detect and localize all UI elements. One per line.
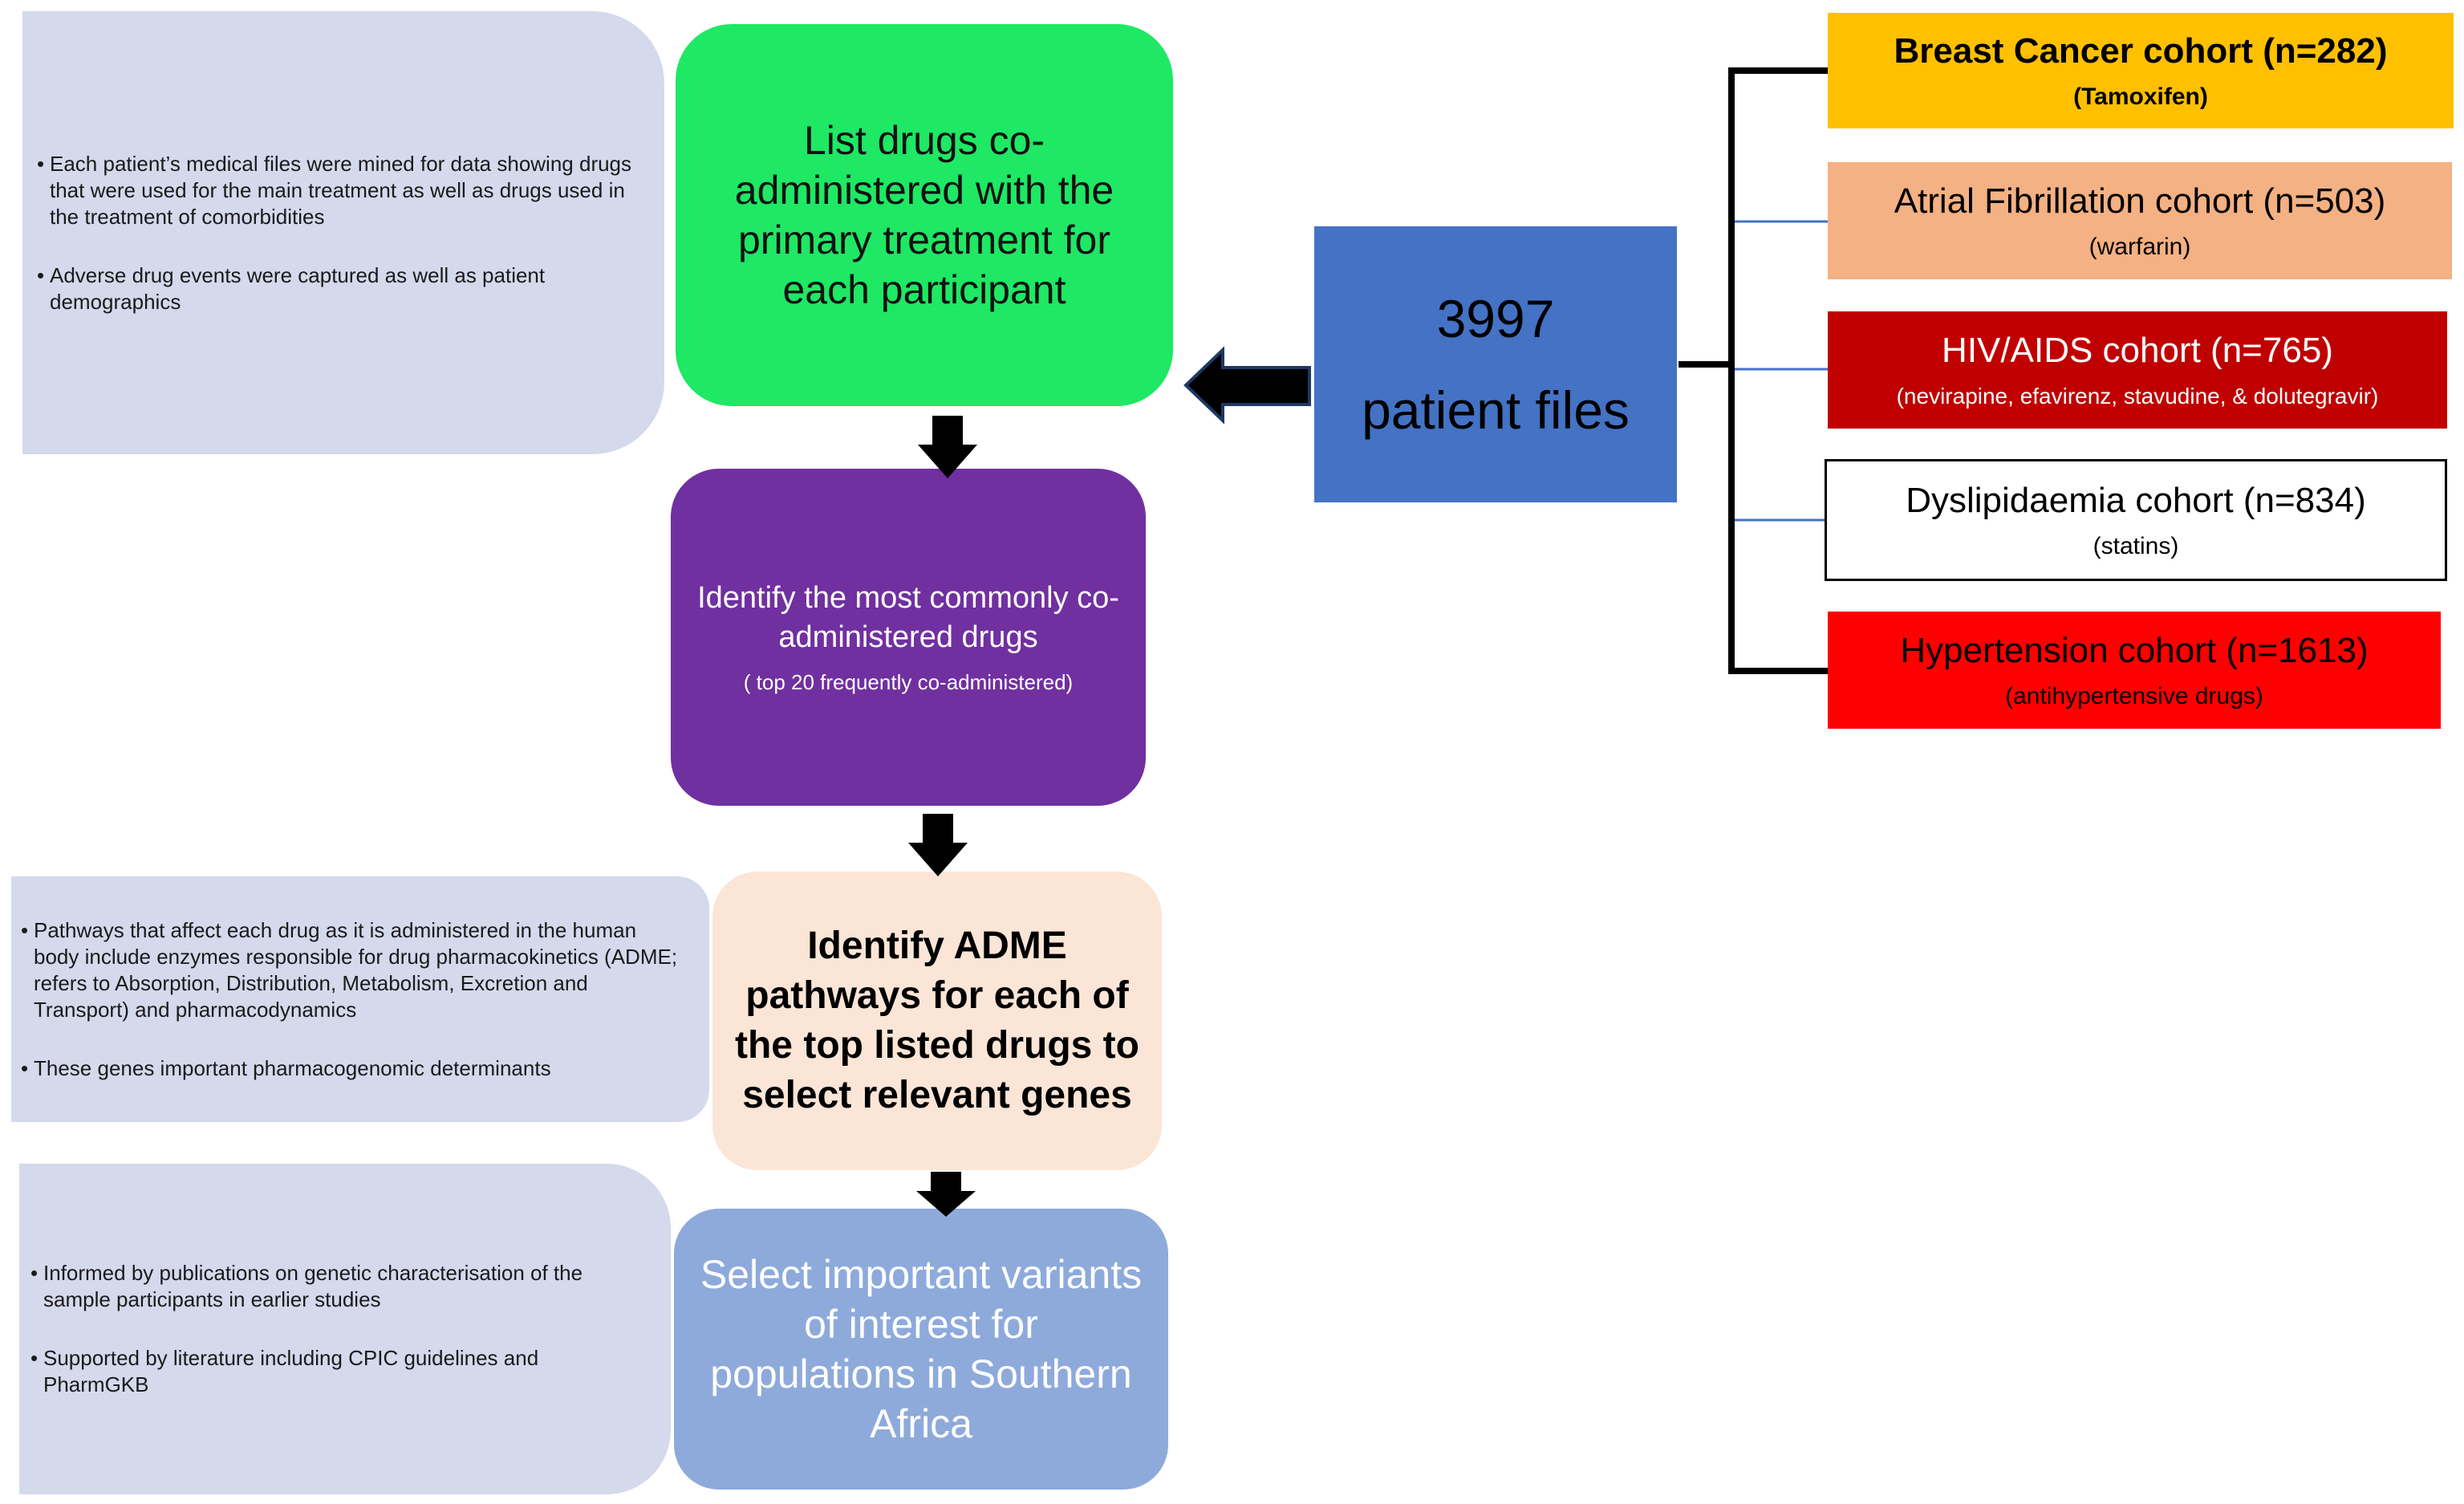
note-variants-item: Informed by publications on genetic char…	[30, 1260, 639, 1313]
cohort-breast-cancer-drug: (Tamoxifen)	[2073, 83, 2208, 110]
note-pathways-item: Pathways that affect each drug as it is …	[21, 917, 685, 1023]
note-records-item: Each patient’s medical files were mined …	[37, 151, 632, 230]
cohort-breast-cancer: Breast Cancer cohort (n=282) (Tamoxifen)	[1828, 13, 2454, 128]
patient-files-label: patient files	[1362, 380, 1630, 440]
cohort-hypertension-name: Hypertension cohort (n=1613)	[1900, 631, 2369, 670]
step-identify-common-sub: ( top 20 frequently co-administered)	[743, 670, 1074, 694]
cohort-hypertension: Hypertension cohort (n=1613) (antihypert…	[1828, 612, 2441, 729]
cohort-hypertension-drug: (antihypertensive drugs)	[2005, 683, 2263, 709]
note-variants-item: Supported by literature including CPIC g…	[30, 1345, 639, 1398]
cohort-dyslipidaemia-drug: (statins)	[2093, 533, 2179, 559]
cohort-hiv-aids-name: HIV/AIDS cohort (n=765)	[1942, 331, 2333, 370]
step-list-drugs: List drugs co-administered with the prim…	[676, 24, 1173, 406]
step-list-drugs-text: List drugs co-administered with the prim…	[734, 118, 1114, 312]
note-pathways-item: These genes important pharmacogenomic de…	[21, 1055, 685, 1082]
cohort-atrial-fibrillation: Atrial Fibrillation cohort (n=503) (warf…	[1828, 162, 2452, 279]
cohort-bracket	[1679, 67, 1828, 674]
cohort-dyslipidaemia-name: Dyslipidaemia cohort (n=834)	[1906, 481, 2366, 520]
patient-files-box: 3997 patient files	[1314, 226, 1677, 502]
step-adme-text: Identify ADME pathways for each of the t…	[735, 925, 1139, 1116]
note-variants: Informed by publications on genetic char…	[19, 1164, 671, 1494]
step-select-variants: Select important variants of interest fo…	[674, 1209, 1168, 1490]
arrow-down-icon	[908, 814, 968, 876]
step-identify-common-text: Identify the most commonly co-administer…	[697, 581, 1119, 654]
patient-files-count: 3997	[1436, 289, 1555, 348]
note-records: Each patient’s medical files were mined …	[22, 11, 664, 454]
cohort-hiv-aids-drug: (nevirapine, efavirenz, stavudine, & dol…	[1896, 384, 2379, 409]
cohort-dyslipidaemia: Dyslipidaemia cohort (n=834) (statins)	[1825, 459, 2447, 581]
step-select-variants-text: Select important variants of interest fo…	[700, 1252, 1143, 1446]
cohort-breast-cancer-name: Breast Cancer cohort (n=282)	[1894, 31, 2388, 71]
cohort-atrial-fibrillation-name: Atrial Fibrillation cohort (n=503)	[1894, 181, 2386, 221]
step-identify-common: Identify the most commonly co-administer…	[671, 469, 1146, 806]
step-adme: Identify ADME pathways for each of the t…	[712, 872, 1162, 1170]
note-records-item: Adverse drug events were captured as wel…	[37, 262, 632, 315]
arrow-left-icon	[1183, 346, 1311, 425]
note-pathways: Pathways that affect each drug as it is …	[11, 876, 709, 1122]
cohort-hiv-aids: HIV/AIDS cohort (n=765) (nevirapine, efa…	[1828, 311, 2447, 429]
cohort-atrial-fibrillation-drug: (warfarin)	[2089, 234, 2191, 260]
